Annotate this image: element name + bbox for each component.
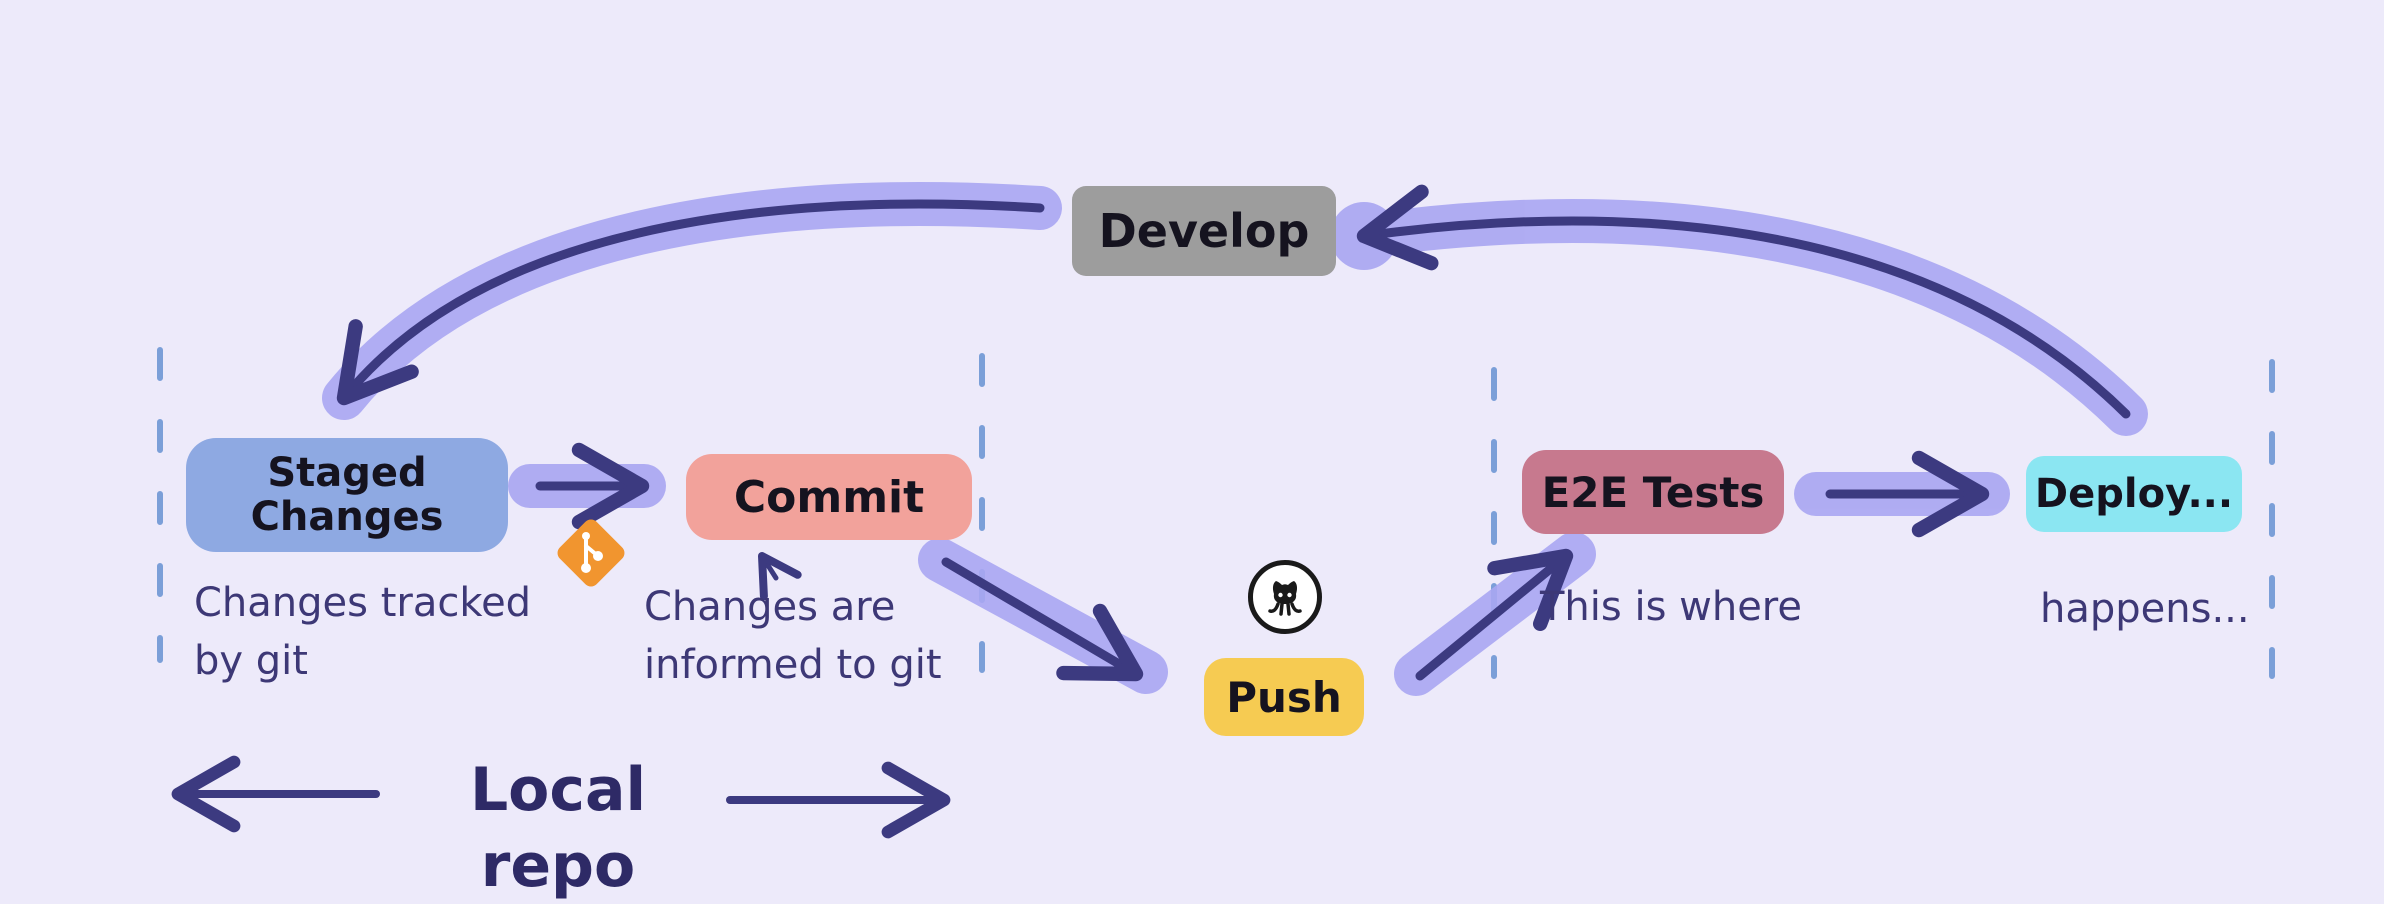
github-octocat-icon	[1248, 560, 1322, 634]
node-commit: Commit	[686, 454, 972, 540]
note-changes-tracked: Changes tracked by git	[194, 580, 532, 684]
arrow-ink-layer	[171, 184, 2131, 839]
arc-deploy-to-develop-glow	[1342, 199, 2148, 436]
node-e2e-tests: E2E Tests	[1522, 450, 1784, 534]
git-logo-icon	[557, 519, 625, 587]
local-repo-label: Local repo	[469, 755, 647, 901]
node-push: Push	[1204, 658, 1364, 736]
note-happens: happens...	[2040, 586, 2250, 632]
arc-deploy-to-develop	[1356, 184, 2131, 419]
arc-develop-to-staged	[336, 199, 1045, 406]
note-changes-informed: Changes are informed to git	[644, 584, 942, 688]
node-deploy: Deploy...	[2026, 456, 2242, 532]
note-this-is-where: This is where	[1540, 584, 1802, 630]
node-staged-changes-line1: Staged	[267, 450, 427, 496]
arc-develop-to-staged-glow	[322, 182, 1062, 420]
diagram-canvas	[157, 182, 2275, 839]
node-staged-changes: Staged Changes	[186, 438, 508, 552]
arrow-commit-to-push	[941, 557, 1144, 682]
arrow-note-to-commit	[758, 552, 802, 601]
node-develop: Develop	[1072, 186, 1336, 276]
node-staged-changes-line2: Changes	[250, 494, 444, 540]
section-dividers	[157, 347, 2275, 679]
arrow-push-to-e2e	[1415, 548, 1574, 681]
